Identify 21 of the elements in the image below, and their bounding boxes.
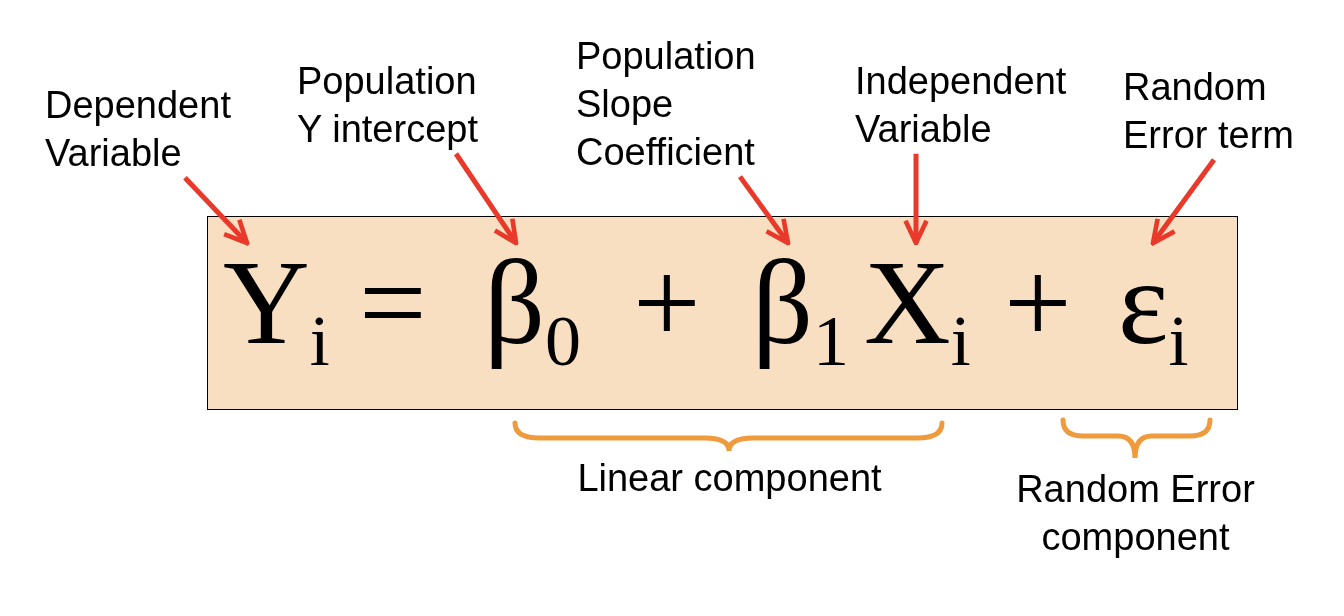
leader-arrow [903,153,929,246]
leader-arrow [1150,158,1216,246]
equation-box [207,216,1238,410]
error-term-symbol: ε$_{i}$ [1118,243,1189,377]
bracket-label: Random Error component [1015,467,1256,560]
variable-symbol: X$_{i}$ [864,243,971,377]
annotation-label: Random Error term [1123,64,1296,160]
annotation-label: Dependent Variable [45,82,233,178]
leader-arrow [737,175,791,246]
annotation-label: Independent Variable [855,58,1069,154]
annotation-label: Population Slope Coefficient [576,33,758,177]
variable-symbol: Y$_{i}$ [223,243,330,377]
leader-arrow [183,176,250,246]
equals-sign: = [359,243,427,363]
plus-sign: + [633,243,701,363]
annotation-label: Population Y intercept [297,58,480,154]
leader-arrow [453,152,519,246]
coefficient-symbol: β$_{0}$ [484,243,582,377]
bracket-label: Linear component [576,456,883,501]
plus-sign: + [1004,243,1072,363]
coefficient-symbol: β$_{1}$ [752,243,850,377]
